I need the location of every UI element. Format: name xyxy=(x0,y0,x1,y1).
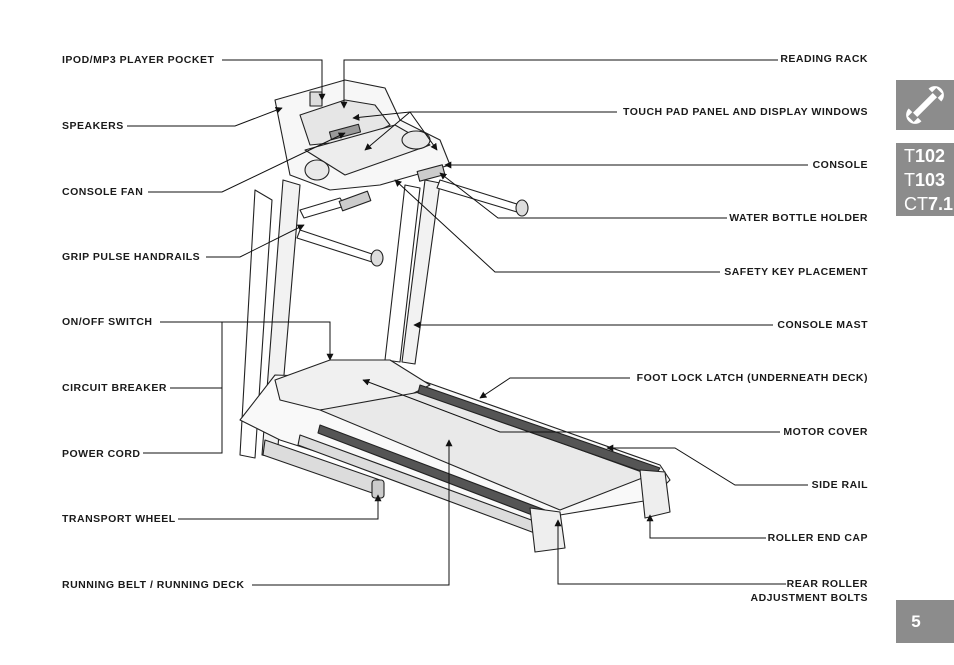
model-tab: T102 T103 CT7.1 xyxy=(896,143,954,216)
label-adjustment-bolts: ADJUSTMENT BOLTS xyxy=(750,592,868,604)
label-on-off-switch: ON/OFF SWITCH xyxy=(62,316,153,328)
label-safety-key-placement: SAFETY KEY PLACEMENT xyxy=(724,266,868,278)
label-foot-lock-latch: FOOT LOCK LATCH (UNDERNEATH DECK) xyxy=(636,372,868,384)
tool-tab xyxy=(896,80,954,130)
label-reading-rack: READING RACK xyxy=(780,53,868,65)
label-power-cord: POWER CORD xyxy=(62,448,141,460)
label-speakers: SPEAKERS xyxy=(62,120,124,132)
label-ipod-pocket: IPOD/MP3 PLAYER POCKET xyxy=(62,54,215,66)
leader-lines-left xyxy=(127,59,453,586)
label-side-rail: SIDE RAIL xyxy=(811,479,868,491)
label-rear-roller: REAR ROLLER xyxy=(786,578,868,590)
label-transport-wheel: TRANSPORT WHEEL xyxy=(62,513,176,525)
model-ct7-1: CT7.1 xyxy=(904,194,954,214)
label-circuit-breaker: CIRCUIT BREAKER xyxy=(62,382,167,394)
treadmill-illustration xyxy=(239,79,671,553)
label-console-mast: CONSOLE MAST xyxy=(777,319,868,331)
label-touch-pad-panel: TOUCH PAD PANEL AND DISPLAY WINDOWS xyxy=(622,106,868,118)
wrench-icon xyxy=(906,86,944,124)
label-grip-pulse-handrails: GRIP PULSE HANDRAILS xyxy=(62,251,201,263)
leader-lines-right xyxy=(340,59,808,585)
page-number-tab: 5 xyxy=(896,600,954,643)
label-console: CONSOLE xyxy=(812,159,868,171)
label-running-belt-deck: RUNNING BELT / RUNNING DECK xyxy=(62,579,245,591)
model-t102: T102 xyxy=(904,146,946,166)
label-water-bottle-holder: WATER BOTTLE HOLDER xyxy=(729,212,868,224)
label-motor-cover: MOTOR COVER xyxy=(783,426,868,438)
label-console-fan: CONSOLE FAN xyxy=(62,186,144,198)
model-t103: T103 xyxy=(904,170,946,190)
label-roller-end-cap: ROLLER END CAP xyxy=(767,532,868,544)
page-number: 5 xyxy=(911,612,921,631)
